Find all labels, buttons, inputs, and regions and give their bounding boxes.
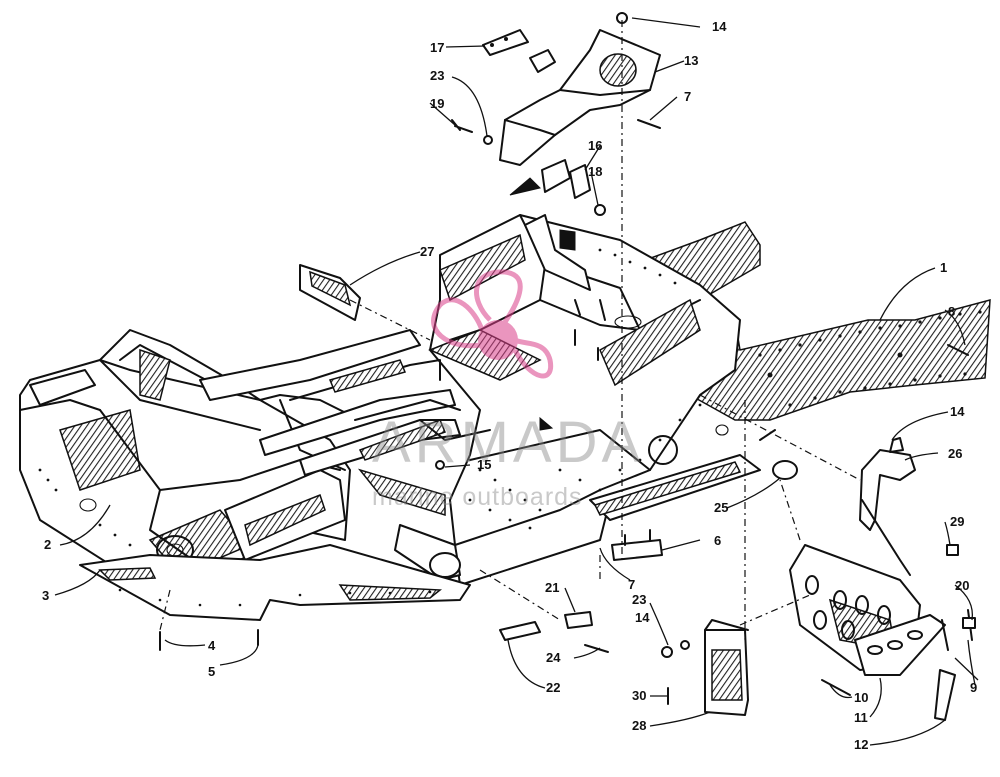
bracket-27 bbox=[299, 264, 361, 321]
callout-30: 30 bbox=[632, 688, 646, 703]
callout-17: 17 bbox=[430, 40, 444, 55]
callout-14a: 14 bbox=[712, 19, 727, 34]
callout-24: 24 bbox=[546, 650, 561, 665]
callout-7b: 7 bbox=[684, 89, 691, 104]
callout-29: 29 bbox=[950, 514, 964, 529]
callout-9: 9 bbox=[970, 680, 977, 695]
callout-20: 20 bbox=[955, 578, 969, 593]
callout-7a: 7 bbox=[628, 577, 635, 592]
steering-bracket bbox=[451, 12, 661, 431]
callout-11: 11 bbox=[854, 710, 868, 725]
tunnel-body bbox=[428, 214, 761, 586]
callout-2: 2 bbox=[44, 537, 51, 552]
callout-1: 1 bbox=[940, 260, 947, 275]
callout-10: 10 bbox=[854, 690, 868, 705]
watermark-name: ARMADA bbox=[372, 410, 644, 475]
callout-28: 28 bbox=[632, 718, 646, 733]
rear-bumper-assembly bbox=[789, 437, 976, 721]
callout-13: 13 bbox=[684, 53, 698, 68]
callout-26: 26 bbox=[948, 446, 962, 461]
callout-23b: 23 bbox=[632, 592, 646, 607]
watermark-tagline: marine outboards bbox=[372, 483, 583, 511]
callout-25: 25 bbox=[714, 500, 728, 515]
leader-lines bbox=[54, 17, 979, 746]
callout-16: 16 bbox=[588, 138, 602, 153]
watermark-logo bbox=[431, 269, 554, 379]
footrest-plate bbox=[704, 619, 749, 716]
callout-4: 4 bbox=[208, 638, 216, 653]
skid-plate bbox=[79, 544, 471, 621]
callout-3: 3 bbox=[42, 588, 49, 603]
callout-15: 15 bbox=[477, 457, 491, 472]
center-tubes bbox=[199, 329, 491, 581]
hardware bbox=[159, 329, 969, 705]
callout-22: 22 bbox=[546, 680, 560, 695]
callout-labels: 1 2 3 4 5 6 7 7 8 9 10 11 12 13 14 14 14… bbox=[42, 19, 977, 752]
callout-12: 12 bbox=[854, 737, 868, 752]
callout-19: 19 bbox=[430, 96, 444, 111]
assembly-lines bbox=[159, 20, 861, 640]
callout-21: 21 bbox=[545, 580, 559, 595]
callout-18: 18 bbox=[588, 164, 602, 179]
callout-27: 27 bbox=[420, 244, 434, 259]
callout-23a: 23 bbox=[430, 68, 444, 83]
callout-6: 6 bbox=[714, 533, 721, 548]
callout-8: 8 bbox=[948, 304, 955, 319]
callout-14c: 14 bbox=[635, 610, 650, 625]
callout-5: 5 bbox=[208, 664, 215, 679]
callout-14b: 14 bbox=[950, 404, 965, 419]
